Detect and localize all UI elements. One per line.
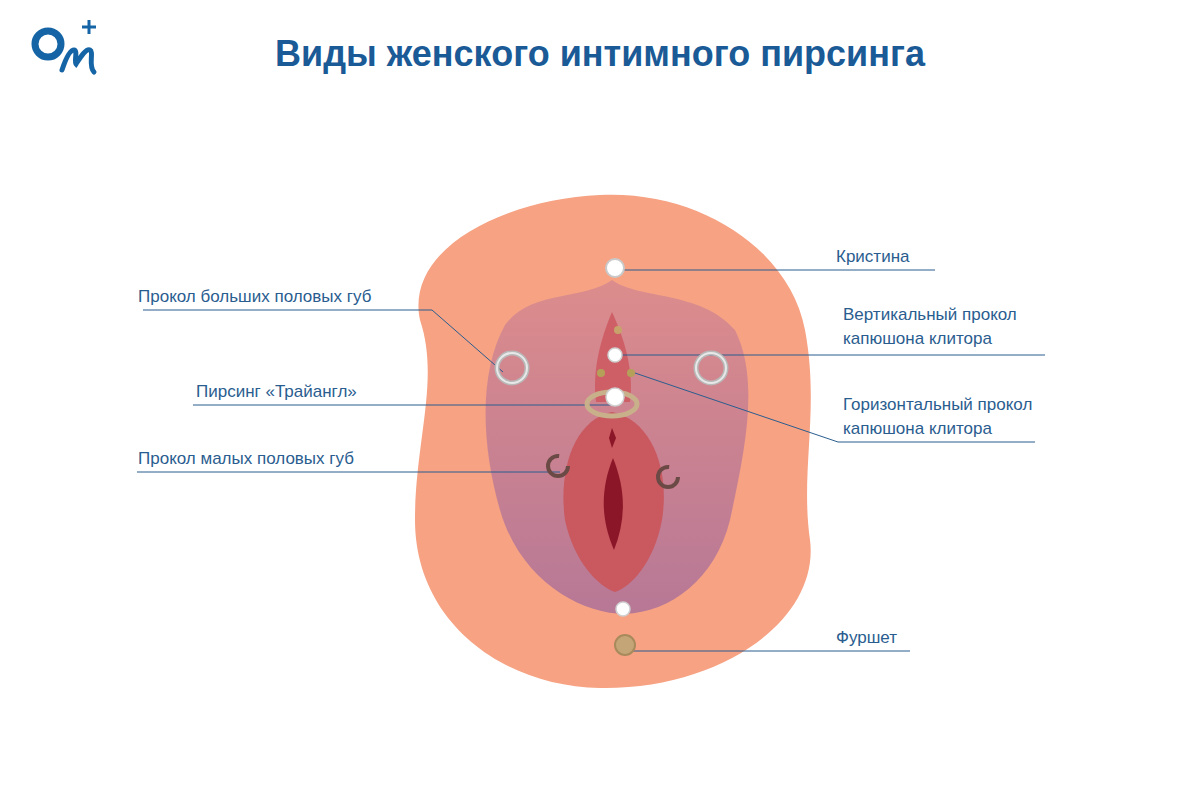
inner-labia-label: Прокол малых половых губ (138, 447, 354, 471)
labia-minora (563, 412, 663, 592)
slit (609, 428, 616, 448)
leader-lines (137, 270, 1045, 651)
christina-label: Кристина (836, 245, 909, 269)
opening (604, 458, 623, 550)
page-title: Виды женского интимного пирсинга (275, 32, 925, 76)
triangle-label: Пирсинг «Трайангл» (196, 380, 357, 404)
fourchette-label: Фуршет (836, 626, 897, 650)
labia-majora (486, 280, 749, 614)
jewelry (497, 259, 726, 655)
logo (35, 20, 96, 72)
horizontal-hood-label: Горизонтальный прокол капюшона клитора (843, 393, 1093, 441)
skin-area (415, 195, 811, 688)
outer-labia-label: Прокол больших половых губ (138, 285, 371, 309)
vertical-hood-label: Вертикальный прокол капюшона клитора (843, 303, 1093, 351)
